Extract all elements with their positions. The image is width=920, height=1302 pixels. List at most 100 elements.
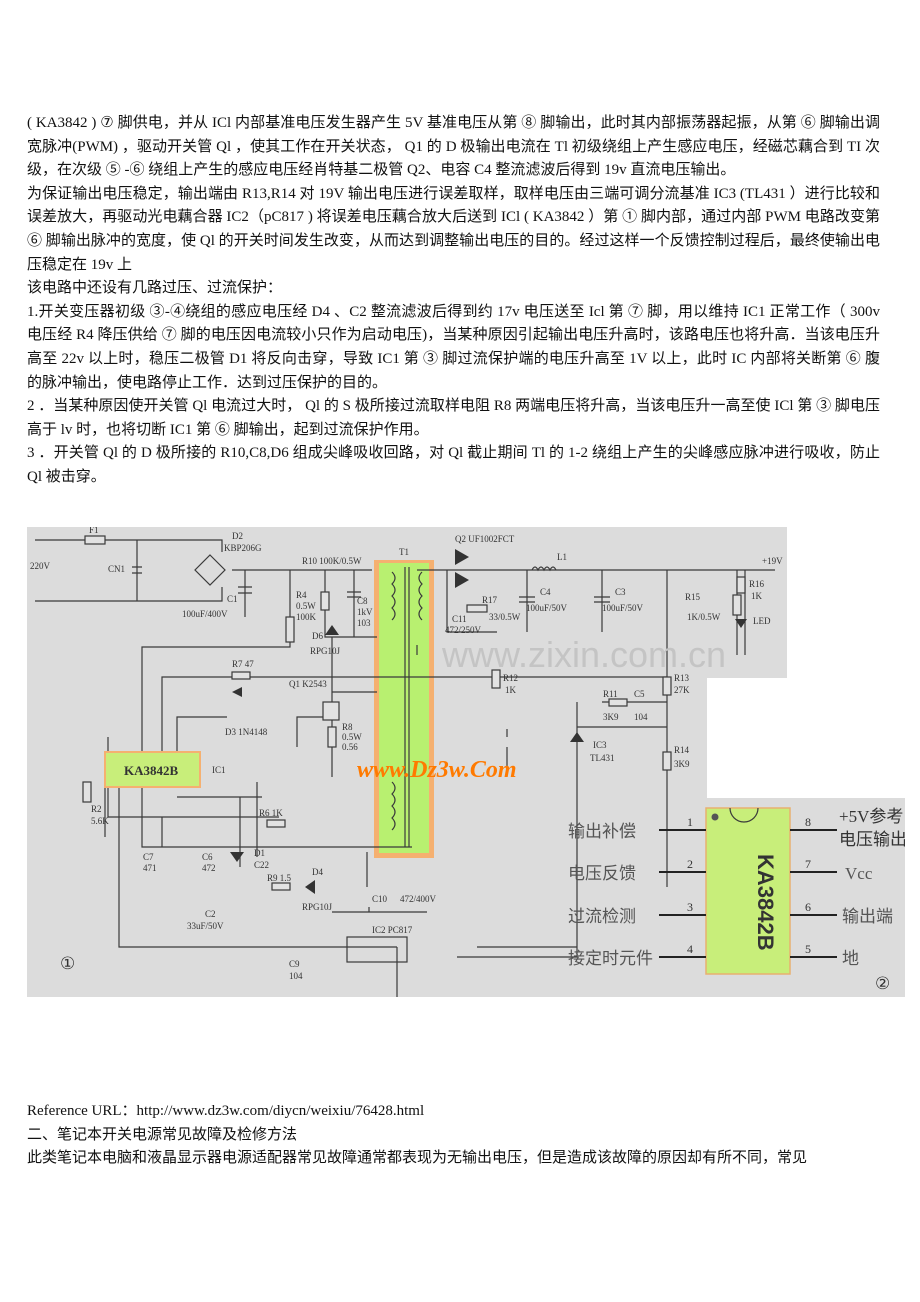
- resistor-r8: [327, 726, 337, 748]
- article-body-top: ( KA3842 ) ⑦ 脚供电，并从 ICl 内部基准电压发生器产生 5V 基…: [27, 112, 880, 527]
- label: C22: [254, 860, 269, 870]
- label: 5.6K: [91, 816, 109, 826]
- label: D1: [254, 848, 265, 858]
- resistor-r17: [466, 604, 488, 613]
- optocoupler-ic2: [346, 936, 408, 963]
- label: Q1 K2543: [289, 679, 327, 689]
- label: LED: [753, 616, 771, 626]
- label: 100K: [296, 612, 317, 622]
- pin-label: 输出补偿: [568, 822, 636, 841]
- resistor-r14: [662, 751, 672, 771]
- paragraph: 该电路中还设有几路过压、过流保护：: [27, 280, 283, 297]
- inductor-l1: [531, 566, 557, 572]
- label: IC3: [593, 740, 607, 750]
- label: R2: [91, 804, 102, 814]
- transformer-core: [379, 563, 429, 853]
- pin-number: 6: [805, 900, 811, 914]
- label: 100uF/50V: [602, 603, 644, 613]
- zener-d1: [230, 852, 244, 862]
- label: C7: [143, 852, 154, 862]
- label: 220V: [30, 561, 51, 571]
- label: R12: [503, 673, 518, 683]
- circuit-diagram-image: www.zixin.com.cn 220V F1 CN1 D2 KBP206G …: [27, 525, 907, 997]
- article-body-bottom: Reference URL：http://www.dz3w.com/diycn/…: [27, 1100, 880, 1171]
- paragraph: 为保证输出电压稳定，输出端由 R13,R14 对 19V 输出电压进行误差取样，…: [27, 185, 880, 273]
- label: 104: [634, 712, 648, 722]
- label: 100uF/400V: [182, 609, 228, 619]
- capacitor-cn1: [132, 566, 142, 574]
- label: 471: [143, 863, 157, 873]
- circuit-diagram-svg: www.zixin.com.cn 220V F1 CN1 D2 KBP206G …: [27, 525, 907, 997]
- capacitors-c4-c3: [519, 596, 610, 603]
- label: D6: [312, 631, 323, 641]
- diode-q2: [455, 549, 469, 588]
- label: R16: [749, 579, 765, 589]
- label: C10: [372, 894, 388, 904]
- paragraph: 2 ．当某种原因使开关管 Ql 电流过大时， Ql 的 S 极所接过流取样电阻 …: [27, 398, 880, 438]
- label: 100uF/50V: [526, 603, 568, 613]
- label: R6 1K: [259, 808, 283, 818]
- led: [735, 619, 747, 628]
- resistor-r10: [320, 591, 330, 611]
- cutout: [787, 527, 905, 678]
- diode-d6: [325, 625, 339, 635]
- watermark-orange: www.Dz3w.Com: [357, 757, 517, 783]
- label: 3K9: [674, 759, 690, 769]
- section-heading: 二、笔记本开关电源常见故障及检修方法: [27, 1126, 298, 1143]
- label: L1: [557, 552, 567, 562]
- resistor-r9: [271, 882, 291, 891]
- pin-number: 3: [687, 900, 693, 914]
- pin-number: 5: [805, 942, 811, 956]
- ka3842b-pinout: KA3842B 1 2 3 4 输出补偿 电压反馈 过流检测 接定时元件 8 7…: [568, 807, 907, 993]
- label: IC1: [212, 765, 226, 775]
- resistor-r7: [231, 671, 251, 680]
- label: 103: [357, 618, 371, 628]
- cutout: [707, 678, 905, 798]
- label: C4: [540, 587, 551, 597]
- label: 472/400V: [400, 894, 437, 904]
- label: IC2 PC817: [372, 925, 413, 935]
- label: 27K: [674, 685, 690, 695]
- diode-d3: [232, 687, 242, 697]
- figure-number-2: ②: [875, 974, 890, 993]
- resistor-r11: [608, 698, 628, 707]
- label: C5: [634, 689, 645, 699]
- ic3-tl431: [570, 732, 584, 742]
- pin-number: 4: [687, 942, 693, 956]
- label: C11: [452, 614, 467, 624]
- label: +19V: [762, 556, 783, 566]
- capacitor-c1: [238, 586, 252, 594]
- mosfet-q1: [322, 701, 340, 721]
- label: R15: [685, 592, 701, 602]
- pin-number: 7: [805, 857, 811, 871]
- capacitor-c8: [347, 591, 361, 598]
- pinout-chip: [705, 807, 791, 975]
- label: TL431: [590, 753, 615, 763]
- pin-label: 地: [842, 949, 859, 968]
- label: 472/250V: [445, 625, 482, 635]
- ic1-chip-label: KA3842B: [124, 763, 179, 778]
- label: 3K9: [603, 712, 619, 722]
- label: 0.56: [342, 742, 358, 752]
- label: 1K: [751, 591, 763, 601]
- fuse-f1: [84, 535, 106, 545]
- label: 33uF/50V: [187, 921, 224, 931]
- paragraph: 3 ．开关管 Ql 的 D 极所接的 R10,C8,D6 组成尖峰吸收回路，对 …: [27, 445, 880, 485]
- pinout-chip-label: KA3842B: [753, 854, 778, 951]
- pin-label: 过流检测: [568, 907, 636, 926]
- label: D2: [232, 531, 243, 541]
- label: C3: [615, 587, 626, 597]
- label: C2: [205, 909, 216, 919]
- label: C6: [202, 852, 213, 862]
- resistor-r16: [736, 576, 746, 594]
- resistor-r15: [732, 594, 742, 616]
- pin-label: 输出端: [842, 907, 893, 926]
- label: 1kV: [357, 607, 373, 617]
- label: 1K: [505, 685, 517, 695]
- label: C1: [227, 594, 238, 604]
- label: R10 100K/0.5W: [302, 556, 362, 566]
- label: 0.5W: [342, 732, 362, 742]
- label: 1K/0.5W: [687, 612, 721, 622]
- paragraph: ( KA3842 ) ⑦ 脚供电，并从 ICl 内部基准电压发生器产生 5V 基…: [27, 115, 880, 179]
- label: C8: [357, 596, 368, 606]
